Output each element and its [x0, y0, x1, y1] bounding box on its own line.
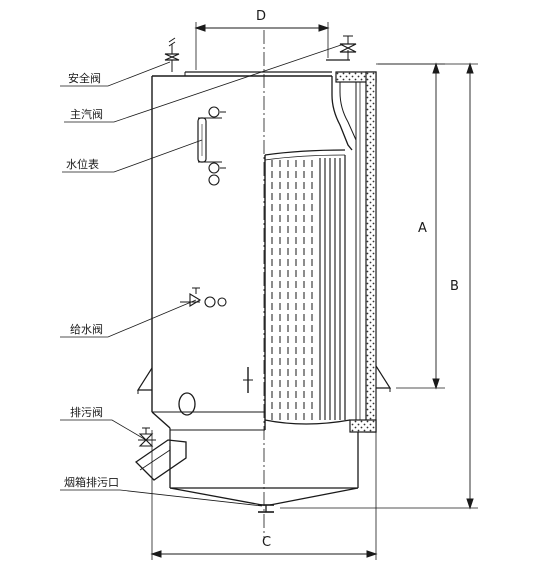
label-safety-valve: 安全阀 [68, 71, 101, 85]
support-right [375, 365, 392, 392]
feed-valve-icon [180, 287, 227, 308]
steam-header [326, 59, 357, 151]
tube-bank [264, 149, 351, 425]
label-feed-valve: 给水阀 [70, 322, 103, 336]
label-main-steam-valve: 主汽阀 [70, 107, 103, 121]
manhole [178, 392, 196, 416]
support-left [136, 367, 153, 394]
insulated-casing [335, 71, 377, 433]
label-blowdown-valve: 排污阀 [70, 405, 103, 419]
leader-lines [60, 43, 345, 507]
boiler-shell [151, 71, 332, 446]
dimension-c [150, 430, 378, 560]
dimension-d [194, 22, 330, 70]
safety-valve-icon [164, 37, 180, 72]
dimension-a [378, 62, 445, 390]
blowdown-valve-icon [138, 427, 156, 447]
blowdown-pipe [134, 439, 187, 481]
label-smokebox-drain: 烟箱排污口 [64, 475, 119, 489]
sight-port [243, 367, 253, 393]
main-steam-valve-icon [339, 35, 357, 60]
dimension-d-label: D [256, 9, 266, 24]
water-gauge-icon [197, 106, 226, 186]
dimension-b [280, 62, 478, 510]
dimension-c-label: C [262, 535, 271, 550]
label-water-gauge: 水位表 [66, 157, 99, 171]
dimension-b-label: B [450, 279, 459, 294]
dimension-a-label: A [418, 221, 427, 236]
